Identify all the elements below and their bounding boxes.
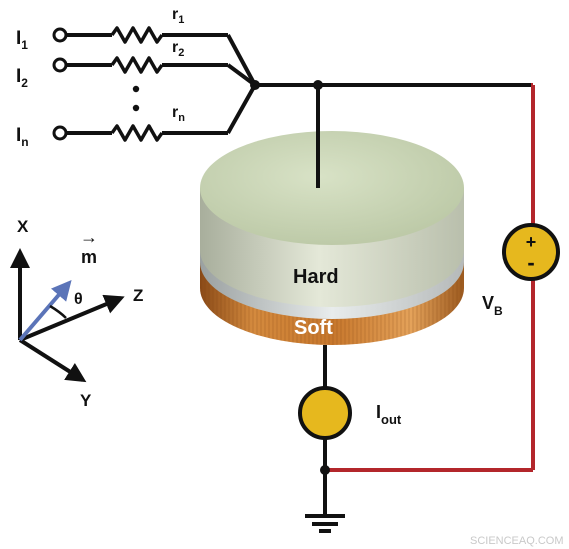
terminal-icon (52, 27, 68, 43)
resistor-label-2: r2 (172, 39, 184, 59)
resistor-icon (110, 56, 164, 74)
ground-node (320, 465, 330, 475)
moment-vector-arrow (18, 279, 72, 342)
z-axis-arrow (19, 294, 125, 342)
input-branch-2 (52, 56, 257, 87)
wire (226, 84, 257, 134)
output-current-label: Iout (376, 402, 402, 427)
source-voltage-label: VB (482, 293, 503, 318)
watermark: SCIENCEAQ.COM (470, 535, 564, 547)
input-branch-n (52, 84, 257, 142)
moment-arrow-glyph: → (80, 227, 98, 247)
theta-label: θ (74, 291, 83, 308)
voltage-source-icon (502, 223, 560, 281)
resistor-label-1: r1 (172, 6, 184, 26)
input-current-label-2: I2 (16, 66, 28, 90)
y-axis-arrow (18, 338, 87, 383)
source-plus-sign: + (526, 232, 537, 252)
terminal-icon (52, 57, 68, 73)
current-meter-icon (298, 386, 352, 440)
source-minus-sign: - (527, 250, 534, 275)
ground-icon (305, 514, 345, 533)
input-branch-1 (52, 26, 257, 86)
soft-layer-label: Soft (294, 317, 333, 339)
resistor-icon (110, 26, 164, 44)
input-current-label-n: In (16, 125, 29, 149)
terminal-icon (52, 125, 68, 141)
moment-label: m (81, 247, 97, 267)
wire (226, 63, 257, 87)
disk-top-face (200, 131, 464, 245)
magnetic-disk (200, 131, 464, 345)
coordinate-axes (9, 248, 125, 383)
resistor-label-n: rn (172, 104, 185, 124)
resistor-icon (110, 124, 164, 142)
input-current-label-1: I1 (16, 28, 28, 52)
y-axis-label: Y (80, 391, 92, 410)
wire (226, 34, 257, 86)
hard-layer-label: Hard (293, 266, 339, 288)
z-axis-label: Z (133, 286, 143, 305)
x-axis-label: X (17, 217, 29, 236)
ellipsis-dots (132, 85, 140, 112)
theta-arc (49, 304, 67, 319)
